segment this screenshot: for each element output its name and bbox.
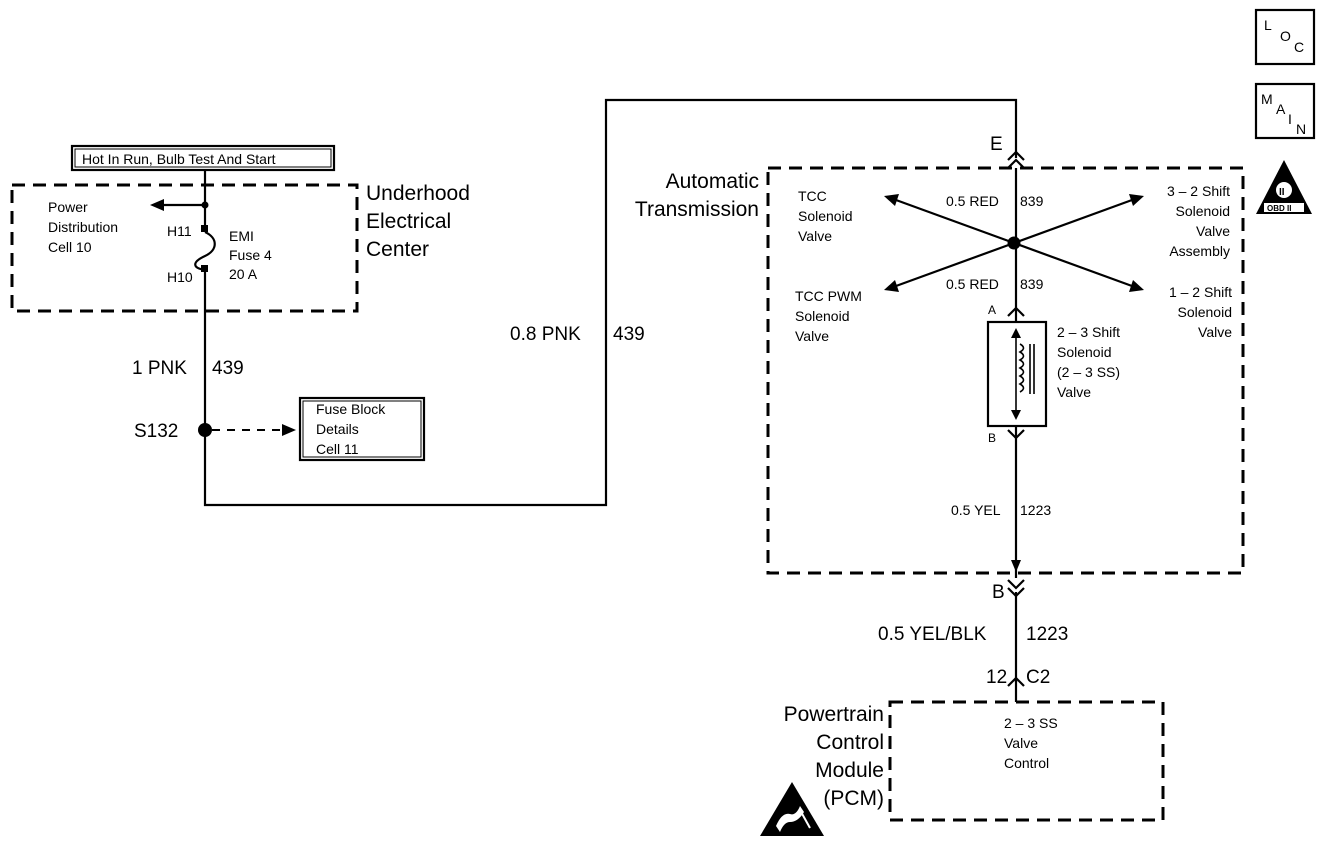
svg-text:(PCM): (PCM) — [823, 787, 884, 810]
svg-text:Valve: Valve — [1004, 735, 1038, 751]
solenoid-coil-icon — [1018, 343, 1025, 393]
svg-text:Hot In Run, Bulb Test And Star: Hot In Run, Bulb Test And Start — [82, 151, 276, 167]
svg-text:Valve: Valve — [1196, 223, 1230, 239]
fuse-terminal-h10: H10 — [167, 269, 193, 285]
main-icon[interactable]: M A I N — [1254, 82, 1316, 140]
connector-e-label: E — [990, 134, 1003, 155]
pin-b-label: B — [988, 431, 996, 445]
connector-b-symbol — [1007, 579, 1025, 590]
svg-text:Solenoid: Solenoid — [1178, 304, 1233, 320]
wire-label-yelblk: 0.5 YEL/BLK — [878, 624, 987, 645]
pcm-circuit-label: 2 – 3 SS — [1004, 715, 1058, 731]
svg-text:L: L — [1264, 17, 1272, 33]
svg-text:N: N — [1296, 121, 1306, 137]
splice-label: S132 — [134, 421, 178, 442]
shift-23-solenoid-label: 2 – 3 Shift — [1057, 324, 1120, 340]
svg-text:Cell 11: Cell 11 — [316, 441, 359, 457]
wire-label-red-top: 0.5 RED — [946, 193, 999, 209]
svg-text:Solenoid: Solenoid — [795, 308, 850, 324]
svg-text:II: II — [1279, 187, 1285, 198]
arrow-icon — [884, 280, 899, 292]
svg-text:Cell 10: Cell 10 — [48, 239, 92, 255]
svg-text:Valve: Valve — [1057, 384, 1091, 400]
wire-label-yel: 0.5 YEL — [951, 502, 1001, 518]
svg-text:M: M — [1261, 91, 1273, 107]
svg-text:Control: Control — [1004, 755, 1049, 771]
hot-in-run-label: Hot In Run, Bulb Test And Start — [70, 144, 336, 172]
svg-text:1223: 1223 — [1020, 502, 1051, 518]
svg-text:Solenoid: Solenoid — [1057, 344, 1112, 360]
power-distribution-label: Power — [48, 199, 88, 215]
tcc-solenoid-label: TCC — [798, 188, 827, 204]
svg-text:439: 439 — [212, 358, 244, 379]
fuse-block-details-box[interactable]: Fuse Block Details Cell 11 — [298, 396, 426, 462]
automatic-transmission-box — [766, 166, 1245, 575]
svg-text:20 A: 20 A — [229, 266, 258, 282]
svg-text:839: 839 — [1020, 276, 1044, 292]
svg-text:Solenoid: Solenoid — [1176, 203, 1231, 219]
underhood-electrical-center-box — [10, 183, 359, 313]
pcm-label: Powertrain — [784, 703, 884, 726]
esd-warning-icon — [760, 782, 824, 836]
splice-s132-dot — [198, 423, 212, 437]
arrow-icon — [150, 199, 164, 211]
svg-text:Electrical: Electrical — [366, 210, 451, 233]
tcc-pwm-solenoid-label: TCC PWM — [795, 288, 862, 304]
connector-e-symbol — [1007, 150, 1025, 161]
svg-text:Details: Details — [316, 421, 359, 437]
svg-text:Distribution: Distribution — [48, 219, 118, 235]
svg-text:839: 839 — [1020, 193, 1044, 209]
svg-text:C: C — [1294, 39, 1304, 55]
svg-text:Solenoid: Solenoid — [798, 208, 853, 224]
svg-text:Module: Module — [815, 759, 884, 782]
svg-text:Valve: Valve — [798, 228, 832, 244]
connector-b-label: B — [992, 582, 1005, 603]
svg-text:(2 – 3 SS): (2 – 3 SS) — [1057, 364, 1120, 380]
obd-ii-icon[interactable]: II OBD II — [1256, 160, 1312, 214]
pcm-box — [888, 700, 1165, 822]
arrow-icon — [884, 194, 899, 206]
fuse-terminal-h11: H11 — [167, 223, 192, 239]
arrow-icon — [282, 424, 296, 436]
arrow-icon — [1129, 194, 1144, 206]
svg-text:A: A — [1276, 101, 1286, 117]
pink-wire-439 — [203, 98, 1018, 507]
pcm-connector-symbol — [1007, 676, 1025, 687]
wire-label-08pnk: 0.8 PNK — [510, 324, 581, 345]
pcm-connector-label: C2 — [1026, 667, 1050, 688]
pcm-pin-label: 12 — [986, 667, 1007, 688]
svg-text:Valve: Valve — [795, 328, 829, 344]
fuse-label: EMI — [229, 228, 254, 244]
svg-text:Center: Center — [366, 238, 429, 261]
fuse-symbol — [194, 231, 216, 272]
svg-text:OBD II: OBD II — [1267, 204, 1291, 213]
svg-text:Fuse 4: Fuse 4 — [229, 247, 272, 263]
pin-a-label: A — [988, 303, 996, 317]
svg-text:O: O — [1280, 28, 1291, 44]
loc-icon[interactable]: L O C — [1254, 8, 1316, 66]
shift-32-solenoid-label: 3 – 2 Shift — [1167, 183, 1230, 199]
automatic-transmission-label: Automatic — [666, 170, 759, 193]
arrow-icon — [1129, 280, 1144, 292]
underhood-label: Underhood — [366, 182, 470, 205]
wire-label-1pnk: 1 PNK — [132, 358, 187, 379]
svg-text:Transmission: Transmission — [635, 198, 759, 221]
svg-text:Fuse Block: Fuse Block — [316, 401, 386, 417]
svg-text:Valve: Valve — [1198, 324, 1232, 340]
svg-text:439: 439 — [613, 324, 645, 345]
svg-text:1223: 1223 — [1026, 624, 1068, 645]
shift-12-solenoid-label: 1 – 2 Shift — [1169, 284, 1232, 300]
svg-text:I: I — [1288, 111, 1292, 127]
svg-text:Assembly: Assembly — [1169, 243, 1230, 259]
svg-text:Control: Control — [816, 731, 884, 754]
wire-label-red-bottom: 0.5 RED — [946, 276, 999, 292]
